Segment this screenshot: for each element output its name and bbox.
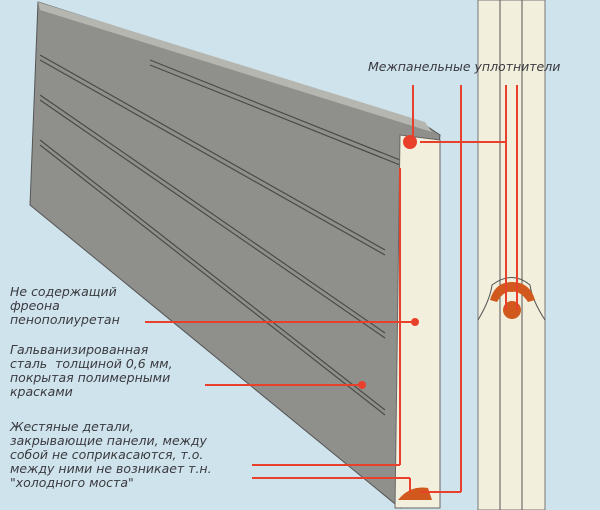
panel-top-edge [38,2,432,132]
joint-seal [490,282,535,302]
joint-detail-strip [477,0,546,510]
label-interpanel-seals: Межпанельные уплотнители [368,59,561,74]
label-foam: Не содержащий фреона пенополиуретан [10,284,120,327]
label-steel: Гальванизированная сталь толщиной 0,6 мм… [10,342,173,399]
leader-lines [145,85,518,493]
panel-grooves [39,54,401,416]
bottom-tin-detail [398,487,432,500]
label-tin-parts: Жестяные детали, закрывающие панели, меж… [10,419,212,490]
